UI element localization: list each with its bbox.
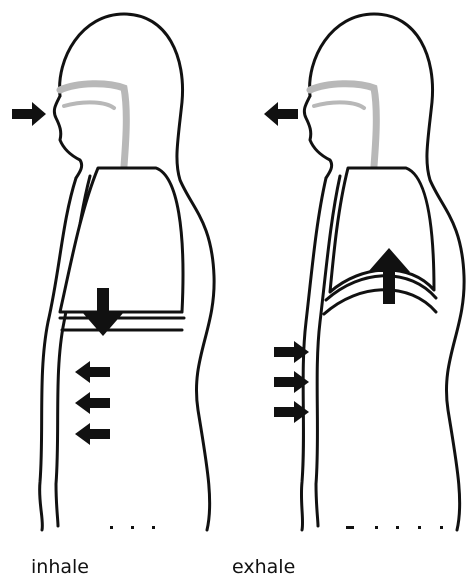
exhale-face-outline [304,96,331,178]
exhale-lungs [330,168,434,292]
inhale-caption: inhale [31,558,89,577]
inhale-lungs [60,168,183,312]
inhale-belly-arrow-icon [75,423,110,445]
inhale-oral-airway [64,102,114,108]
exhale-diaphragm-lower [324,290,436,314]
exhale-oral-airway [314,102,364,108]
exhale-nose-arrow-icon [264,102,298,126]
inhale-face-outline [54,96,81,178]
inhale-nose-arrow-icon [12,102,46,126]
inhale-base-ticks [110,526,155,529]
inhale-panel [12,14,214,530]
inhale-belly-arrow-icon [75,392,110,414]
exhale-caption: exhale [232,558,295,577]
inhale-belly-arrow-icon [75,361,110,383]
exhale-base-ticks [346,526,443,529]
exhale-panel [264,14,464,530]
